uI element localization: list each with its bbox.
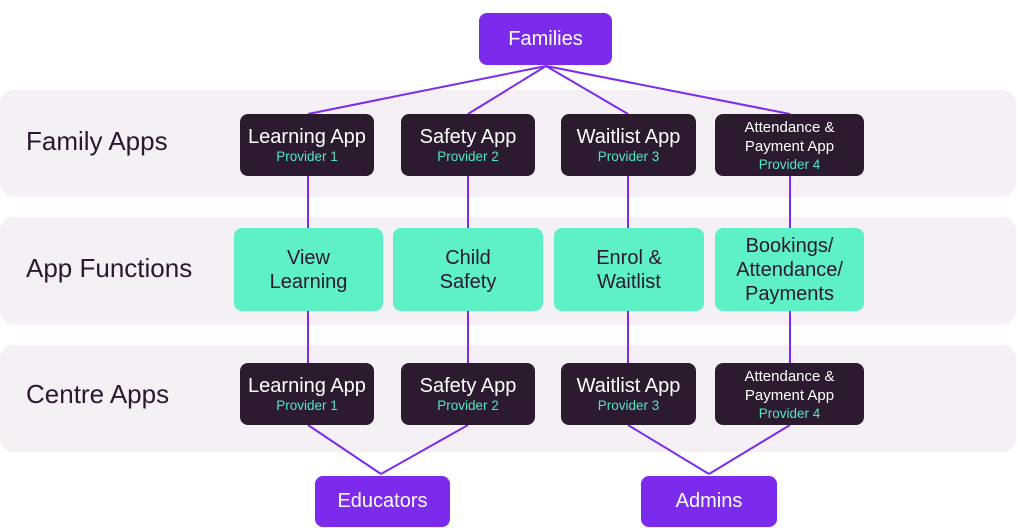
educators-node: Educators: [315, 476, 450, 527]
app-provider: Provider 3: [597, 148, 660, 164]
function-line3: Payments: [745, 282, 834, 305]
admins-label: Admins: [675, 490, 743, 512]
connector-learning-educators: [307, 424, 382, 475]
connector-safety-educators: [380, 424, 469, 475]
centre-safety-app-node: Safety App Provider 2: [401, 363, 535, 425]
function-line2: Safety: [439, 270, 497, 293]
centre-waitlist-app-node: Waitlist App Provider 3: [561, 363, 696, 425]
family-apps-label: Family Apps: [26, 126, 168, 156]
centre-learning-app-node: Learning App Provider 1: [240, 363, 374, 425]
family-learning-app-node: Learning App Provider 1: [240, 114, 374, 176]
app-title: Waitlist App: [576, 374, 681, 397]
app-title-line1: Attendance &: [744, 118, 835, 136]
app-provider: Provider 3: [597, 397, 660, 413]
connector-families-waitlist: [545, 65, 629, 115]
app-title: Waitlist App: [576, 125, 681, 148]
app-functions-label: App Functions: [26, 253, 193, 283]
function-line1: View: [287, 246, 330, 269]
function-line1: Enrol &: [596, 246, 662, 269]
educators-label: Educators: [337, 490, 428, 512]
enrol-waitlist-function: Enrol & Waitlist: [554, 228, 704, 311]
app-title: Safety App: [419, 374, 517, 397]
view-learning-function: View Learning: [234, 228, 383, 311]
families-label: Families: [508, 27, 583, 50]
family-safety-app-node: Safety App Provider 2: [401, 114, 535, 176]
app-provider: Provider 1: [276, 148, 338, 164]
connector-families-learning: [307, 65, 547, 115]
app-provider: Provider 1: [276, 397, 338, 413]
function-line1: Child: [445, 246, 491, 269]
family-waitlist-app-node: Waitlist App Provider 3: [561, 114, 696, 176]
app-provider: Provider 4: [758, 156, 821, 172]
centre-attendance-app-node: Attendance & Payment App Provider 4: [715, 363, 864, 425]
bookings-attendance-payments-function: Bookings/ Attendance/ Payments: [715, 228, 864, 311]
connector-waitlist-admins: [627, 424, 710, 475]
admins-node: Admins: [641, 476, 777, 527]
app-title: Learning App: [248, 374, 366, 397]
connector-attendance-admins: [708, 424, 791, 475]
function-line1: Bookings/: [745, 234, 834, 257]
function-line2: Attendance/: [736, 258, 843, 281]
family-attendance-app-node: Attendance & Payment App Provider 4: [715, 114, 864, 176]
function-line2: Waitlist: [597, 270, 661, 293]
centre-apps-label: Centre Apps: [26, 379, 170, 409]
function-line2: Learning: [269, 270, 348, 293]
app-provider: Provider 4: [758, 405, 821, 421]
app-title: Safety App: [419, 125, 517, 148]
app-title-line2: Payment App: [744, 386, 835, 404]
connector-families-attendance: [545, 65, 791, 115]
app-provider: Provider 2: [437, 397, 499, 413]
app-title: Learning App: [248, 125, 366, 148]
families-node: Families: [479, 13, 612, 65]
app-title-line1: Attendance &: [744, 367, 835, 385]
app-provider: Provider 2: [437, 148, 499, 164]
app-title-line2: Payment App: [744, 137, 835, 155]
child-safety-function: Child Safety: [393, 228, 543, 311]
connector-families-safety: [467, 65, 547, 115]
